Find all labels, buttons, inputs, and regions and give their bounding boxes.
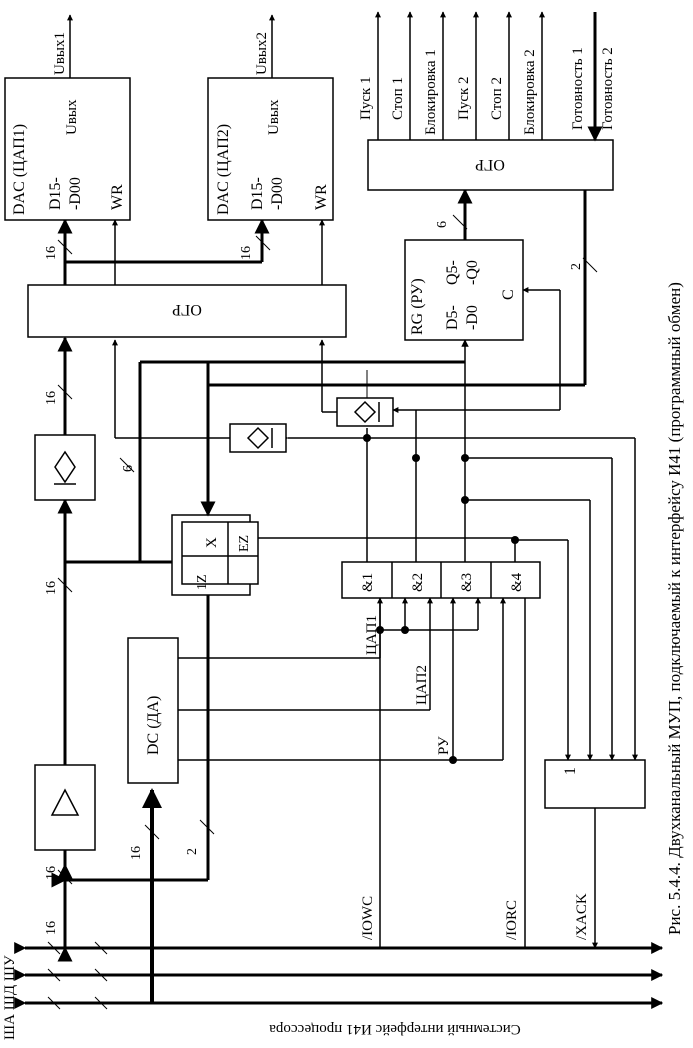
svg-text:16: 16	[44, 866, 59, 880]
svg-text:C: C	[500, 289, 517, 300]
rg-lines	[366, 188, 561, 411]
svg-text:DAC (ЦАП2): DAC (ЦАП2)	[215, 124, 232, 215]
svg-text:6: 6	[435, 221, 450, 228]
svg-text:Uвых: Uвых	[266, 99, 282, 135]
control-lines	[379, 597, 598, 949]
bus-driver-triangle	[34, 764, 96, 851]
svg-text:X: X	[204, 537, 220, 548]
svg-text:D15-: D15-	[47, 177, 64, 210]
buffer-register-left	[27, 284, 347, 338]
width-labels-left: 16 16 16 2 16 6 16 16 16 6 2	[44, 221, 584, 935]
decoder-dc	[127, 637, 179, 784]
or-inputs	[252, 435, 638, 761]
signal-iowc: /IOWC	[360, 896, 376, 940]
or-gate-label: 1	[562, 767, 579, 775]
dac2-block: DAC (ЦАП2) D15- -D00 WR Uвых	[207, 77, 334, 221]
system-bus	[14, 942, 664, 1009]
signal-ru-sel: РУ	[436, 736, 452, 755]
and2-label: &2	[410, 573, 426, 592]
buffer-small-1	[229, 423, 287, 453]
dac-data-lines	[57, 218, 325, 285]
svg-text:16: 16	[129, 846, 144, 860]
tristate-lines	[138, 190, 587, 562]
svg-text:-D00: -D00	[269, 177, 286, 210]
svg-text:-D0: -D0	[464, 305, 481, 330]
svg-text:WR: WR	[313, 184, 330, 210]
output-label-5: Блокировка 2	[522, 49, 538, 135]
svg-text:-D00: -D00	[67, 177, 84, 210]
signal-dac2-sel: ЦАП2	[414, 665, 430, 705]
or-gate	[544, 759, 646, 809]
signal-xack: /XACK	[574, 893, 590, 940]
output-labels: Пуск 1 Стоп 1 Блокировка 1 Пуск 2 Стоп 2…	[358, 47, 616, 135]
svg-text:D5-: D5-	[444, 305, 461, 330]
and-gates: &1 &2 &3 &4	[341, 561, 541, 599]
and3-label: &3	[459, 573, 475, 592]
svg-text:RG (РУ): RG (РУ)	[409, 278, 426, 335]
and1-label: &1	[360, 573, 376, 592]
svg-text:1Z: 1Z	[195, 574, 210, 590]
decoder-label: DC (ДА)	[145, 696, 162, 755]
signal-dac1-sel: ЦАП1	[364, 615, 380, 655]
svg-text:16: 16	[44, 921, 59, 935]
svg-text:EZ: EZ	[237, 535, 252, 552]
svg-text:16: 16	[239, 246, 254, 260]
svg-text:16: 16	[44, 391, 59, 405]
tristate-block: X EZ 1Z	[171, 514, 259, 596]
svg-text:DAC (ЦАП1): DAC (ЦАП1)	[11, 124, 28, 215]
figure-caption: Рис. 5.4.4. Двухканальный МУП, подключае…	[665, 282, 684, 935]
svg-text:16: 16	[44, 581, 59, 595]
svg-text:6: 6	[121, 465, 136, 472]
output-label-0: Пуск 1	[358, 76, 374, 120]
output-label-4: Стоп 2	[489, 77, 505, 120]
output-label-1: Стоп 1	[390, 77, 406, 120]
svg-text:WR: WR	[109, 184, 126, 210]
signal-iorc: /IORC	[504, 900, 520, 940]
svg-text:2: 2	[185, 848, 200, 855]
dac1-output-label: Uвых1	[52, 32, 68, 75]
and-outputs	[366, 339, 469, 562]
input-label-0: Готовность 1	[570, 47, 586, 130]
svg-text:Uвых: Uвых	[64, 99, 80, 135]
output-label-2: Блокировка 1	[423, 49, 439, 135]
bus-buffer-diamond	[34, 434, 96, 501]
dac2-output-label: Uвых2	[254, 32, 270, 75]
rg-register: RG (РУ) D5- -D0 C Q5- -Q0	[404, 239, 524, 341]
bus-title: Системный интерфейс И41 процессора	[269, 1021, 521, 1037]
output-arrows	[375, 11, 603, 142]
output-label-3: Пуск 2	[456, 76, 472, 120]
buffer-register-right-label: ОГР	[475, 156, 505, 173]
dac1-block: DAC (ЦАП1) D15- -D00 WR Uвых	[4, 77, 131, 221]
svg-text:2: 2	[569, 263, 584, 270]
svg-text:D15-: D15-	[249, 177, 266, 210]
svg-text:16: 16	[44, 246, 59, 260]
bus-slash-marks	[47, 941, 108, 1010]
buffer-small-lines	[112, 339, 337, 439]
buffer-register-right	[367, 139, 614, 191]
bus-names-label: ША ШД ШУ	[2, 955, 18, 1040]
svg-text:Q5-: Q5-	[444, 260, 461, 285]
and4-label: &4	[509, 572, 525, 592]
svg-text:-Q0: -Q0	[464, 260, 481, 285]
buffer-register-left-label: ОГР	[172, 301, 202, 318]
buffer-small-2	[336, 397, 394, 427]
input-label-1: Готовность 2	[600, 47, 616, 130]
decoder-outputs	[178, 597, 456, 761]
